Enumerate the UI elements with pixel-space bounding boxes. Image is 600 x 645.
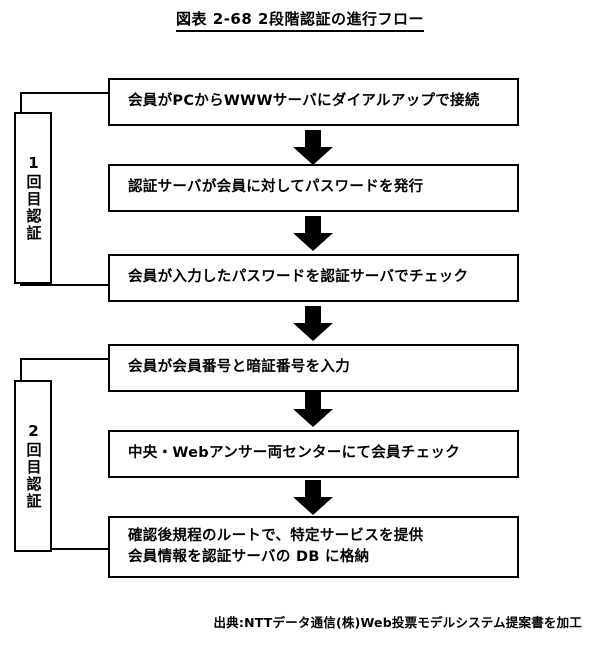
down-block-arrow-icon: [291, 216, 335, 252]
flow-step-box-4: 会員が会員番号と暗証番号を入力: [108, 344, 519, 392]
stage-bracket-1-top-line: [20, 92, 110, 94]
down-block-arrow-icon: [291, 480, 335, 516]
flow-step-box-5: 中央・Webアンサー両センターにて会員チェック: [108, 430, 519, 478]
stage-label-1-text: 1回目認証: [24, 154, 43, 242]
flow-step-2-text: 認証サーバが会員に対してパスワードを発行: [128, 179, 424, 196]
stage-bracket-2-bottom-line: [20, 548, 110, 550]
flow-step-4-text: 会員が会員番号と暗証番号を入力: [128, 359, 350, 376]
flow-step-5-text: 中央・Webアンサー両センターにて会員チェック: [128, 445, 461, 462]
page-title: 図表 2-68 2段階認証の進行フロー: [0, 8, 600, 32]
page-title-text: 図表 2-68 2段階認証の進行フロー: [176, 10, 424, 32]
stage-bracket-2-top-line: [20, 358, 110, 360]
flow-step-6-text: 確認後規程のルートで、特定サービスを提供 会員情報を認証サーバの DB に格納: [128, 526, 423, 568]
flow-step-1-text: 会員がPCからWWWサーバにダイアルアップで接続: [128, 93, 480, 110]
flow-step-box-1: 会員がPCからWWWサーバにダイアルアップで接続: [108, 78, 519, 126]
stage-bracket-1-bottom-line: [20, 284, 110, 286]
flow-step-box-6: 確認後規程のルートで、特定サービスを提供 会員情報を認証サーバの DB に格納: [108, 516, 519, 578]
down-block-arrow-icon: [291, 306, 335, 342]
down-block-arrow-icon: [291, 130, 335, 166]
flow-step-6-text-line-1: 確認後規程のルートで、特定サービスを提供: [128, 527, 424, 544]
stage-label-box-1: 1回目認証: [14, 112, 52, 284]
flow-step-6-text-line-2: 会員情報を認証サーバの DB に格納: [128, 549, 370, 565]
flow-step-box-2: 認証サーバが会員に対してパスワードを発行: [108, 164, 519, 212]
flow-step-box-3: 会員が入力したパスワードを認証サーバでチェック: [108, 254, 519, 302]
source-note: 出典:NTTデータ通信(株)Web投票モデルシステム提案書を加工: [213, 615, 582, 630]
stage-label-2-text: 2回目認証: [24, 422, 43, 510]
down-block-arrow-icon: [291, 392, 335, 428]
stage-label-box-2: 2回目認証: [14, 380, 52, 552]
flow-step-3-text: 会員が入力したパスワードを認証サーバでチェック: [128, 269, 469, 286]
